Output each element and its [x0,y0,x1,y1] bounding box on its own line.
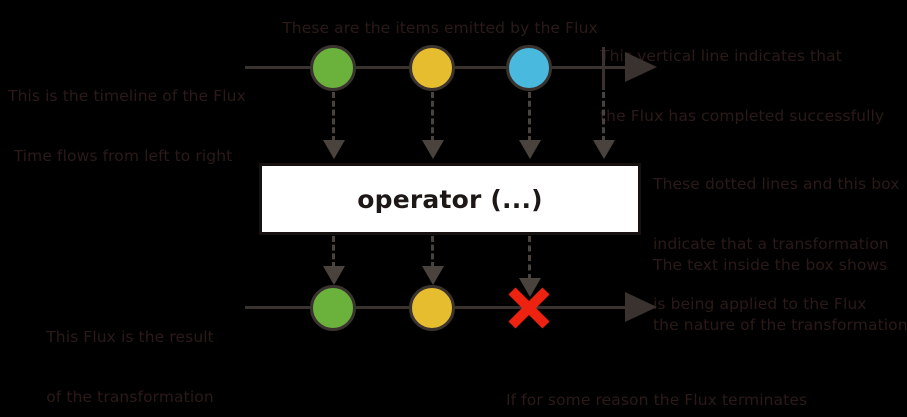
marble-yellow-result [409,285,455,331]
completion-line [602,47,605,90]
result-dash-arrow-1 [323,266,345,285]
operator-box[interactable]: operator (...) [259,163,641,235]
transform-dash-arrow-3 [519,140,541,159]
annotation-timeline-line1: This is the timeline of the Flux [8,87,246,105]
transform-dash-line-3 [528,92,531,142]
source-timeline-arrowhead [625,52,657,82]
annotation-box-text-meaning-line1: The text inside the box shows [653,256,888,274]
transform-dash-arrow-4 [593,140,615,159]
transform-dash-line-2 [431,92,434,142]
result-dash-arrow-3 [519,278,541,297]
annotation-transformation-line1: These dotted lines and this box [653,175,900,193]
annotation-transformation-line3: is being applied to the Flux [653,295,867,313]
result-dash-line-2 [431,236,434,268]
annotation-result-line1: This Flux is the result [46,328,214,346]
annotation-box-text-meaning: The text inside the box shows the nature… [653,215,907,375]
annotation-result-line2: of the transformation [46,388,214,406]
annotation-completion-line1: This vertical line indicates that [600,47,842,65]
annotation-result: This Flux is the result of the transform… [30,287,230,417]
transform-dash-line-4 [602,92,605,142]
operator-box-label: operator (...) [357,184,543,214]
result-dash-line-3 [528,236,531,280]
annotation-transformation: These dotted lines and this box indicate… [653,134,903,354]
annotation-error-line1: If for some reason the Flux terminates [506,391,808,409]
transform-dash-line-1 [332,92,335,142]
marble-yellow-source [409,45,455,91]
marble-blue-source [506,45,552,91]
annotation-items-emitted: These are the items emitted by the Flux [282,19,598,37]
marble-green-result [310,285,356,331]
marble-green-source [310,45,356,91]
error-x-icon [508,287,550,329]
result-dash-arrow-2 [422,266,444,285]
annotation-box-text-meaning-line2: the nature of the transformation [653,316,907,334]
annotation-error: If for some reason the Flux terminates a… [506,350,808,417]
annotation-timeline: This is the timeline of the Flux Time fl… [8,46,246,206]
annotation-completion: This vertical line indicates that the Fl… [600,6,900,166]
annotation-completion-line2: the Flux has completed successfully [600,107,885,125]
result-timeline-arrowhead [625,292,657,322]
annotation-timeline-line2: Time flows from left to right [13,147,233,165]
transform-dash-arrow-1 [323,140,345,159]
annotation-transformation-line2: indicate that a transformation [653,235,889,253]
transform-dash-arrow-2 [422,140,444,159]
result-dash-line-1 [332,236,335,268]
